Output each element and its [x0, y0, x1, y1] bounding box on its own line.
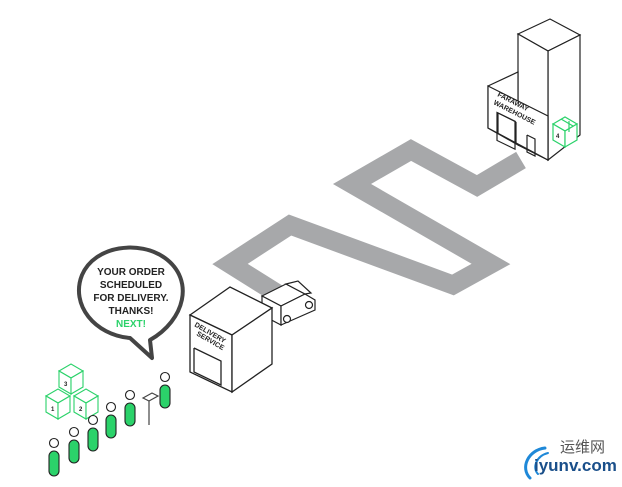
watermark-cn: 运维网 [560, 439, 606, 456]
bubble-next: NEXT! [116, 319, 146, 330]
bubble-line-3: FOR DELIVERY. [93, 293, 169, 304]
package-boxes [44, 363, 100, 420]
package-box-4 [551, 116, 579, 149]
speech-bubble-text: YOUR ORDER SCHEDULED FOR DELIVERY. THANK… [82, 266, 180, 331]
person [159, 371, 171, 409]
person [87, 414, 99, 452]
bubble-line-4: THANKS! [108, 306, 154, 317]
watermark-en: iyunv.com [534, 456, 617, 475]
person [68, 426, 80, 464]
box-4-number: 4 [556, 134, 560, 140]
person [48, 437, 60, 477]
person [105, 401, 117, 439]
bubble-line-2: SCHEDULED [99, 280, 163, 291]
watermark-logo-icon [524, 446, 549, 480]
box-2-number: 2 [79, 407, 83, 413]
delivery-truck [260, 280, 316, 326]
bubble-line-1: YOUR ORDER [97, 267, 165, 278]
watermark: 运维网 iyunv.com [514, 432, 622, 484]
person [124, 389, 136, 427]
speech-bubble [76, 245, 185, 360]
box-3-number: 3 [64, 382, 68, 388]
box-1-number: 1 [51, 407, 55, 413]
counter-stand [141, 392, 160, 425]
delivery-service-building [188, 286, 274, 394]
road [212, 139, 526, 318]
people-queue [48, 371, 171, 477]
